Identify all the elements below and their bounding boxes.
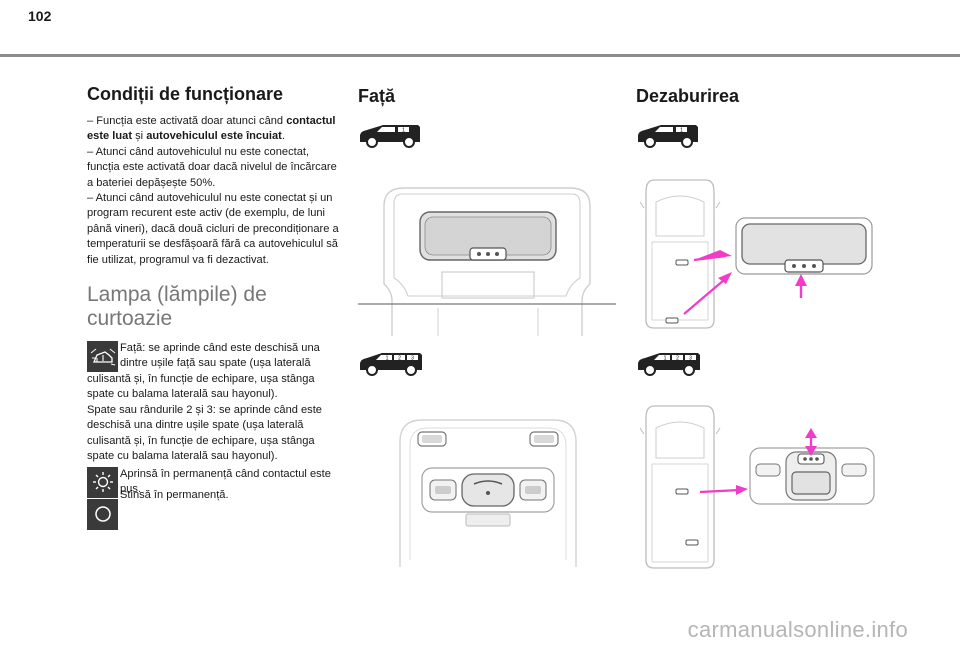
- text-column: Condiții de funcționare – Funcția este a…: [87, 84, 342, 530]
- p1-text-and: și: [132, 130, 147, 143]
- long-van-icon: 1 2 3: [360, 353, 422, 376]
- van-row-label: 1: [402, 128, 405, 134]
- van-row-label-2: 2: [398, 356, 401, 362]
- front-courtesy-lamp-figure: [358, 187, 616, 336]
- defrost-long-van-figure: [640, 405, 875, 569]
- door-mode-text-c: Spate sau rândurile 2 și 3: se aprinde c…: [87, 403, 322, 463]
- van-row-label-3: 3: [411, 356, 414, 362]
- off-mode-row: Stinsă în permanență.: [87, 489, 342, 530]
- header-rule: [0, 54, 960, 57]
- van-row-label-b1: 1: [664, 356, 667, 362]
- van-row-label-b3: 3: [689, 356, 692, 362]
- short-van-icon-2: 1: [638, 125, 698, 148]
- van-row-label-b: 1: [680, 128, 683, 134]
- on-mode-row: Aprinsă în permanență când contactul est…: [87, 466, 342, 498]
- watermark: carmanualsonline.info: [687, 617, 908, 642]
- on-mode-text: Aprinsă în permanență când contactul est…: [120, 467, 331, 495]
- door-mode-row: Față: se aprinde când este deschisă una …: [87, 341, 342, 373]
- p1-period: .: [281, 130, 285, 143]
- defrost-short-van-figure: [640, 179, 873, 329]
- long-van-icon-2: 1 2 3: [638, 353, 700, 376]
- off-mode-text: Stinsă în permanență.: [120, 488, 229, 501]
- front-heading: Față: [358, 86, 396, 106]
- van-row-label-b2: 2: [676, 356, 679, 362]
- door-icon: [87, 341, 118, 373]
- rear-courtesy-lamp-figure: [399, 419, 577, 567]
- circle-icon: [87, 498, 118, 530]
- conditions-paragraph-1: – Funcția este activată doar atunci când…: [87, 114, 342, 145]
- defrost-heading: Dezaburirea: [636, 86, 740, 106]
- sun-icon: [87, 466, 118, 498]
- courtesy-lamp-heading: Lampa (lămpile) de curtoazie: [87, 283, 267, 331]
- door-mode-text-b: culisantă și, în funcție de echipare, uș…: [87, 373, 315, 401]
- conditions-heading: Condiții de funcționare: [87, 84, 283, 104]
- p1-text: – Funcția este activată doar atunci când: [87, 115, 287, 127]
- conditions-paragraph-2: – Atunci când autovehiculul nu este cone…: [87, 145, 337, 189]
- page-number: 102: [28, 8, 52, 24]
- short-van-icon: 1: [360, 125, 420, 148]
- p1-bold-locked: autovehiculul este încuiat: [146, 130, 282, 143]
- van-row-label-1: 1: [386, 356, 389, 362]
- p1-bold-ignition: contactul este luat: [87, 115, 336, 143]
- conditions-paragraph-3: – Atunci când autovehiculul nu este cone…: [87, 192, 339, 266]
- door-mode-text-a: Față: se aprinde când este deschisă una …: [120, 342, 320, 370]
